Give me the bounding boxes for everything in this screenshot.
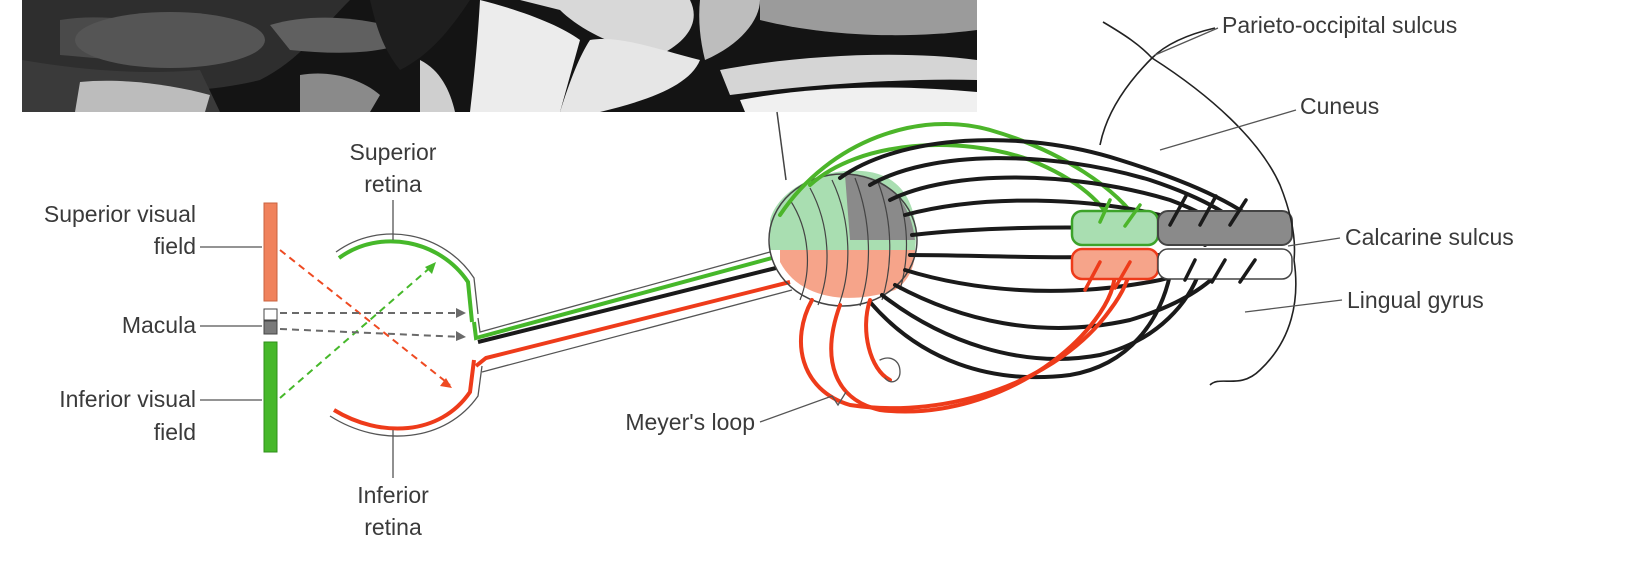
cortex-upper-green-block xyxy=(1072,211,1158,245)
inferior-visual-field-label-2: field xyxy=(154,419,196,445)
macula-lower-box xyxy=(264,321,277,334)
parieto-occipital-sulcus-label: Parieto-occipital sulcus xyxy=(1222,12,1457,38)
inferior-retina-arc xyxy=(334,360,474,429)
inferior-visual-field-label-1: Inferior visual xyxy=(59,386,196,412)
lateral-geniculate-body xyxy=(769,112,917,307)
superior-visual-field-label-1: Superior visual xyxy=(44,201,196,227)
superior-visual-field-label-2: field xyxy=(154,233,196,259)
superior-retina-label-2: retina xyxy=(364,171,422,197)
mri-photo xyxy=(22,0,977,112)
cortex-lower-white-block xyxy=(1158,249,1292,279)
calcarine-sulcus-label: Calcarine sulcus xyxy=(1345,224,1514,250)
cortex-upper-gray-block xyxy=(1158,211,1292,245)
macula-label: Macula xyxy=(122,312,196,338)
macula-upper-box xyxy=(264,309,277,320)
inferior-retina-label-2: retina xyxy=(364,514,422,540)
left-labels: Superior visual field Macula Inferior vi… xyxy=(44,201,262,445)
inferior-retina-label-1: Inferior xyxy=(357,482,429,508)
occipital-lobe-outline xyxy=(1100,22,1296,385)
cortex-lower-red-block xyxy=(1072,249,1158,279)
retina-labels: Superior retina Inferior retina Meyer's … xyxy=(350,139,846,540)
superior-retina-arc xyxy=(339,241,472,322)
light-rays xyxy=(280,250,466,398)
visual-field-bars xyxy=(264,203,277,452)
inferior-visual-field-bar xyxy=(264,342,277,452)
lingual-gyrus-label: Lingual gyrus xyxy=(1347,287,1484,313)
cuneus-label: Cuneus xyxy=(1300,93,1379,119)
visual-cortex xyxy=(1072,196,1292,290)
meyers-loop-label: Meyer's loop xyxy=(625,409,755,435)
superior-retina-label-1: Superior xyxy=(350,139,437,165)
optic-tract xyxy=(474,252,792,372)
superior-visual-field-bar xyxy=(264,203,277,301)
